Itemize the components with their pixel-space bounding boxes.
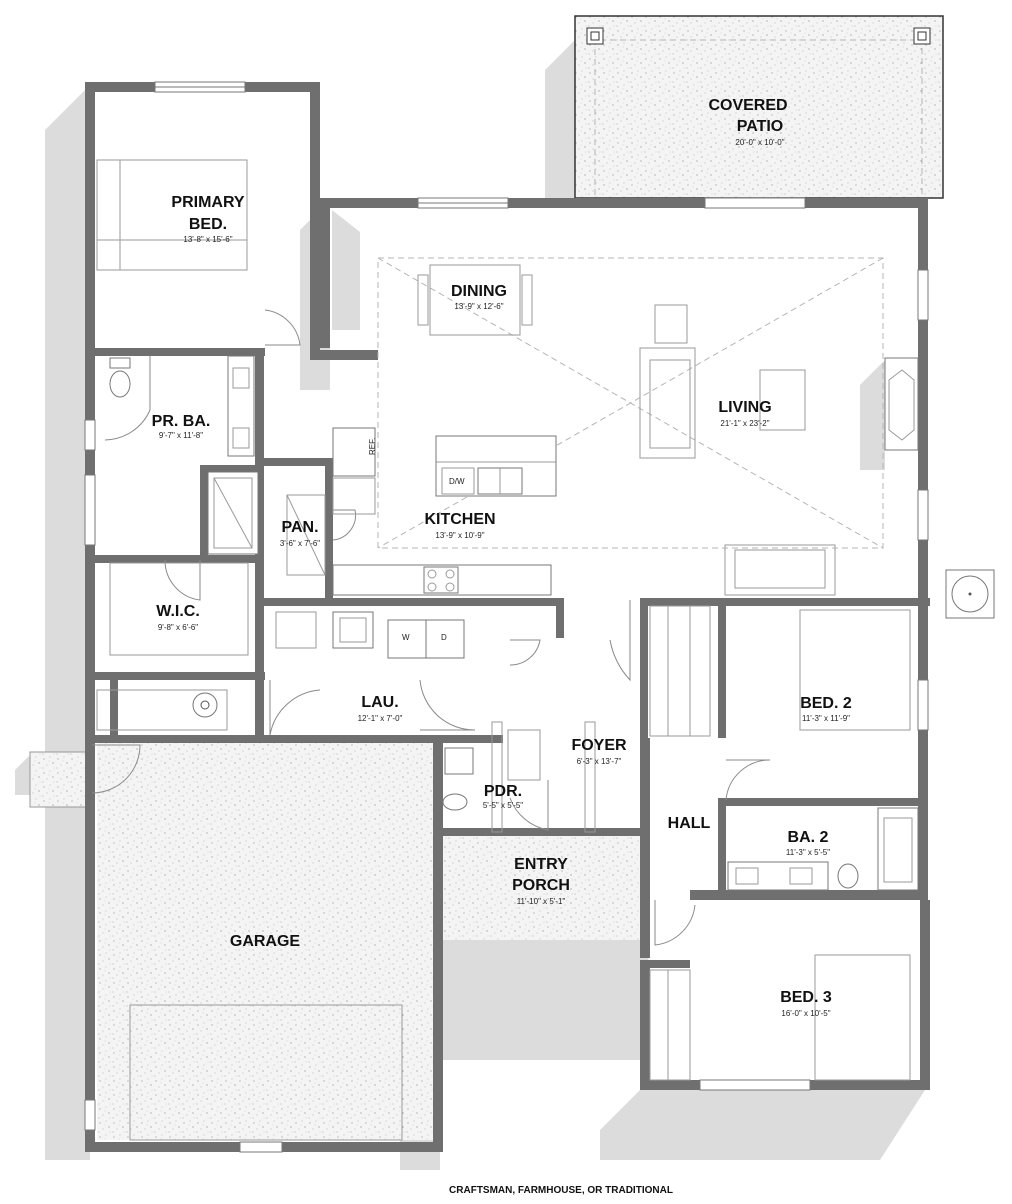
bed2-closet (649, 605, 911, 801)
label-primary-bed: PRIMARY BED. 13'-8" x 15'-6" (171, 194, 245, 244)
label-lau: LAU. 12'-1" x 7'-0" (358, 694, 403, 723)
svg-text:9'-8" x 6'-6": 9'-8" x 6'-6" (158, 623, 198, 632)
fireplace-icon (884, 357, 919, 451)
svg-text:COVERED: COVERED (708, 97, 787, 114)
svg-text:PR. BA.: PR. BA. (152, 413, 211, 430)
svg-text:20'-0" x 10'-0": 20'-0" x 10'-0" (735, 138, 784, 147)
svg-text:11'-3" x 11'-9": 11'-3" x 11'-9" (802, 714, 850, 723)
label-dryer: D (441, 633, 447, 642)
vanity-icon (727, 861, 829, 891)
svg-text:PAN.: PAN. (281, 519, 318, 536)
windows (84, 81, 929, 1153)
svg-text:PRIMARY: PRIMARY (171, 194, 245, 211)
label-dining: DINING 13'-9" x 12'-6" (451, 283, 507, 311)
svg-text:16'-0" x 10'-5": 16'-0" x 10'-5" (781, 1009, 830, 1018)
range-icon (423, 566, 459, 594)
foyer-details (491, 600, 631, 833)
shadow-layer (15, 40, 925, 1170)
label-pan: PAN. 3'-6" x 7'-6" (280, 519, 320, 548)
label-pr-ba: PR. BA. 9'-7" x 11'-8" (152, 413, 211, 440)
label-washer: W (402, 633, 410, 642)
svg-text:BED. 3: BED. 3 (780, 989, 832, 1006)
svg-text:DINING: DINING (451, 283, 507, 300)
svg-text:BA. 2: BA. 2 (788, 829, 829, 846)
svg-text:PORCH: PORCH (512, 877, 570, 894)
svg-text:6'-3" x 13'-7": 6'-3" x 13'-7" (577, 757, 622, 766)
water-heater-icon (192, 692, 218, 718)
label-kitchen: KITCHEN 13'-9" x 10'-9" (424, 511, 495, 540)
label-pdr: PDR. 5'-5" x 5'-5" (483, 783, 523, 810)
vanity-icon (227, 355, 255, 457)
plan-caption: CRAFTSMAN, FARMHOUSE, OR TRADITIONAL (449, 1185, 673, 1196)
vaulted-ceiling-lines (377, 257, 884, 549)
label-entry-porch: ENTRY PORCH 11'-10" x 5'-1" (512, 856, 570, 906)
svg-text:13'-9" x 12'-6": 13'-9" x 12'-6" (454, 302, 503, 311)
wic-shelves (96, 562, 249, 731)
svg-text:5'-5" x 5'-5": 5'-5" x 5'-5" (483, 801, 523, 810)
svg-text:ENTRY: ENTRY (514, 856, 568, 873)
label-garage: GARAGE (230, 933, 301, 950)
label-covered-patio: COVERED PATIO 20'-0" x 10'-0" (708, 97, 787, 147)
svg-text:FOYER: FOYER (571, 737, 627, 754)
covered-patio-area (574, 15, 944, 199)
powder-fixtures (442, 729, 549, 831)
bath2-fixtures (654, 807, 919, 946)
svg-text:LAU.: LAU. (361, 694, 398, 711)
toilet-icon (837, 863, 859, 889)
sofa-icon (724, 544, 836, 596)
label-foyer: FOYER 6'-3" x 13'-7" (571, 737, 627, 766)
svg-text:12'-1" x 7'-0": 12'-1" x 7'-0" (358, 714, 403, 723)
bed3-furniture (649, 954, 911, 1081)
label-living: LIVING 21'-1" x 23'-2" (718, 399, 771, 428)
svg-text:9'-7" x 11'-8": 9'-7" x 11'-8" (159, 431, 203, 440)
living-furniture (417, 264, 919, 596)
svg-text:21'-1" x 23'-2": 21'-1" x 23'-2" (720, 419, 769, 428)
laundry-fixtures (269, 611, 541, 736)
tub-icon (877, 807, 919, 891)
label-ba2: BA. 2 11'-3" x 5'-5" (786, 829, 830, 857)
patio-post-icon (586, 27, 604, 45)
primary-bed-furniture (96, 159, 248, 271)
svg-text:GARAGE: GARAGE (230, 933, 301, 950)
label-ref: REF. (368, 438, 377, 455)
dryer-icon (425, 619, 465, 659)
pantry-shelves (286, 494, 356, 576)
svg-text:11'-10" x 5'-1": 11'-10" x 5'-1" (517, 897, 566, 906)
svg-text:KITCHEN: KITCHEN (424, 511, 495, 528)
side-stoop (30, 752, 88, 807)
patio-post-icon (913, 27, 931, 45)
toilet-icon (109, 370, 131, 398)
garage-details (91, 744, 141, 794)
toilet-icon (442, 793, 468, 811)
label-wic: W.I.C. 9'-8" x 6'-6" (156, 603, 200, 632)
ac-unit-icon (945, 569, 995, 619)
garage-slab (97, 742, 433, 1140)
svg-text:13'-9" x 10'-9": 13'-9" x 10'-9" (435, 531, 484, 540)
svg-text:HALL: HALL (668, 815, 711, 832)
label-bed3: BED. 3 16'-0" x 10'-5" (780, 989, 832, 1018)
svg-text:BED.: BED. (189, 216, 227, 233)
garage-door-outline (129, 1004, 403, 1141)
entry-porch-slab (443, 830, 643, 940)
interior-walls (95, 348, 930, 958)
svg-text:13'-8" x 15'-6": 13'-8" x 15'-6" (183, 235, 232, 244)
refrigerator-icon (332, 427, 376, 477)
svg-text:PDR.: PDR. (484, 783, 522, 800)
sofa-icon (639, 347, 696, 459)
label-dw: D/W (449, 477, 465, 486)
svg-text:3'-6" x 7'-6": 3'-6" x 7'-6" (280, 539, 320, 548)
svg-text:LIVING: LIVING (718, 399, 771, 416)
svg-text:11'-3" x 5'-5": 11'-3" x 5'-5" (786, 848, 830, 857)
kitchen-fixtures (332, 427, 557, 596)
svg-text:W.I.C.: W.I.C. (156, 603, 200, 620)
svg-text:PATIO: PATIO (737, 118, 784, 135)
label-bed2: BED. 2 11'-3" x 11'-9" (800, 695, 852, 723)
label-hall: HALL (668, 815, 711, 832)
svg-text:BED. 2: BED. 2 (800, 695, 852, 712)
primary-bath-fixtures (104, 309, 301, 601)
